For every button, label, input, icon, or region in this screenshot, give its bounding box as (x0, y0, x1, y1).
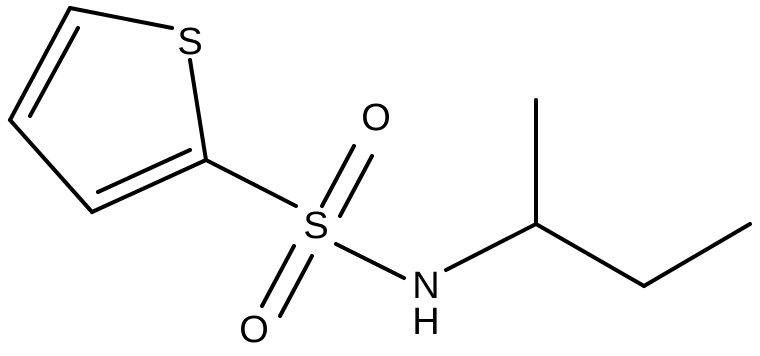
bond-c2-c3-double (96, 148, 192, 194)
bond-c4-c5-double (28, 26, 80, 118)
bond-c2-sulfonyl (204, 158, 298, 208)
bond-c4-c5 (8, 6, 72, 122)
atom-label-sulfonyl-sulfur: S (303, 205, 328, 247)
bond-s1-c2 (188, 58, 208, 162)
bond-sulfonyl-oxygen-bottom (260, 244, 314, 318)
bond-sulfonyl-nitrogen (334, 242, 406, 280)
bond-ch-ch2 (534, 222, 646, 288)
atom-label-ring-sulfur: S (177, 21, 202, 63)
bond-c2-c3 (90, 158, 208, 214)
bond-c3-c4 (8, 118, 94, 214)
thiophene-ring (8, 6, 208, 214)
bond-nitrogen-ch (444, 222, 538, 272)
bond-ch2-ch3 (642, 222, 752, 288)
atom-label-oxygen-bottom: O (239, 309, 269, 351)
atom-label-oxygen-top: O (361, 97, 391, 139)
bond-sulfonyl-oxygen-top (320, 144, 374, 218)
atom-label-nitrogen: N (412, 265, 439, 307)
atom-label-hydrogen: H (412, 301, 439, 343)
bond-c5-s1 (68, 6, 174, 30)
